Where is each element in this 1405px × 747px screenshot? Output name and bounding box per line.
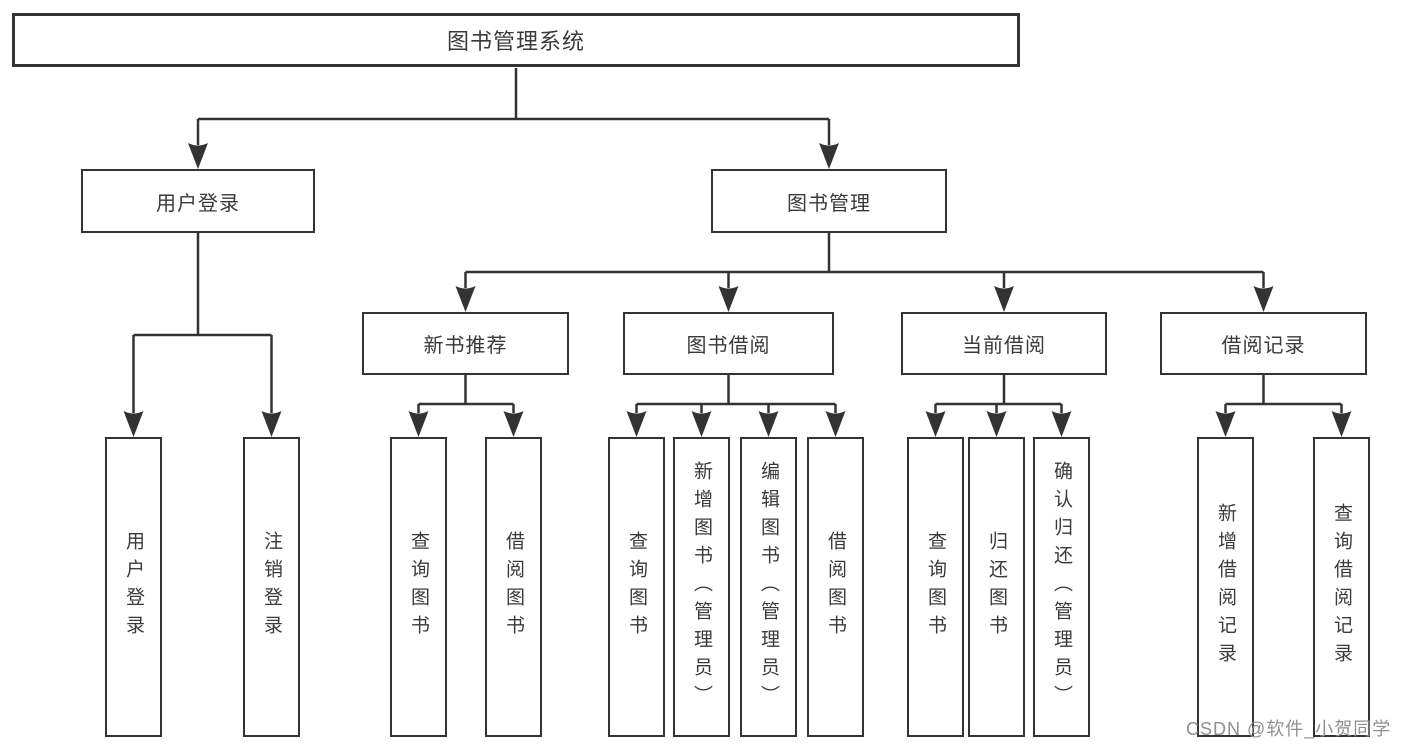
leaf-newbook-borrow-books-label: 借阅图书 [503,531,524,643]
leaf-current-return-books: 归还图书 [968,437,1025,737]
leaf-current-query-books: 查询图书 [907,437,964,737]
leaf-newbook-borrow-books: 借阅图书 [485,437,542,737]
leaf-borrow-add-books-admin-label: 新增图书（管理员） [691,461,712,713]
node-borrow-records: 借阅记录 [1160,312,1367,375]
leaf-query-borrow-record: 查询借阅记录 [1313,437,1370,737]
node-current-borrow: 当前借阅 [901,312,1107,375]
leaf-add-borrow-record-label: 新增借阅记录 [1215,503,1236,671]
leaf-borrow-edit-books-admin: 编辑图书（管理员） [740,437,797,737]
leaf-current-query-books-label: 查询图书 [925,531,946,643]
leaf-newbook-query-books: 查询图书 [390,437,447,737]
leaf-logout-label: 注销登录 [261,531,282,643]
leaf-query-borrow-record-label: 查询借阅记录 [1331,503,1352,671]
leaf-current-return-books-label: 归还图书 [986,531,1007,643]
leaf-borrow-borrow-books-label: 借阅图书 [825,531,846,643]
leaf-current-confirm-return-admin-label: 确认归还（管理员） [1051,461,1072,713]
leaf-user-login: 用户登录 [105,437,162,737]
node-book-management: 图书管理 [711,169,947,233]
leaf-borrow-edit-books-admin-label: 编辑图书（管理员） [758,461,779,713]
leaf-borrow-add-books-admin: 新增图书（管理员） [673,437,730,737]
leaf-current-confirm-return-admin: 确认归还（管理员） [1033,437,1090,737]
leaf-logout: 注销登录 [243,437,300,737]
leaf-borrow-query-books: 查询图书 [608,437,665,737]
leaf-add-borrow-record: 新增借阅记录 [1197,437,1254,737]
node-new-book-recommend: 新书推荐 [362,312,569,375]
leaf-borrow-borrow-books: 借阅图书 [807,437,864,737]
leaf-newbook-query-books-label: 查询图书 [408,531,429,643]
node-library-management-system: 图书管理系统 [12,13,1020,67]
node-user-login: 用户登录 [81,169,315,233]
csdn-watermark: CSDN @软件_小贺同学 [1186,719,1392,739]
leaf-user-login-label: 用户登录 [123,531,144,643]
node-book-borrow: 图书借阅 [623,312,834,375]
leaf-borrow-query-books-label: 查询图书 [626,531,647,643]
